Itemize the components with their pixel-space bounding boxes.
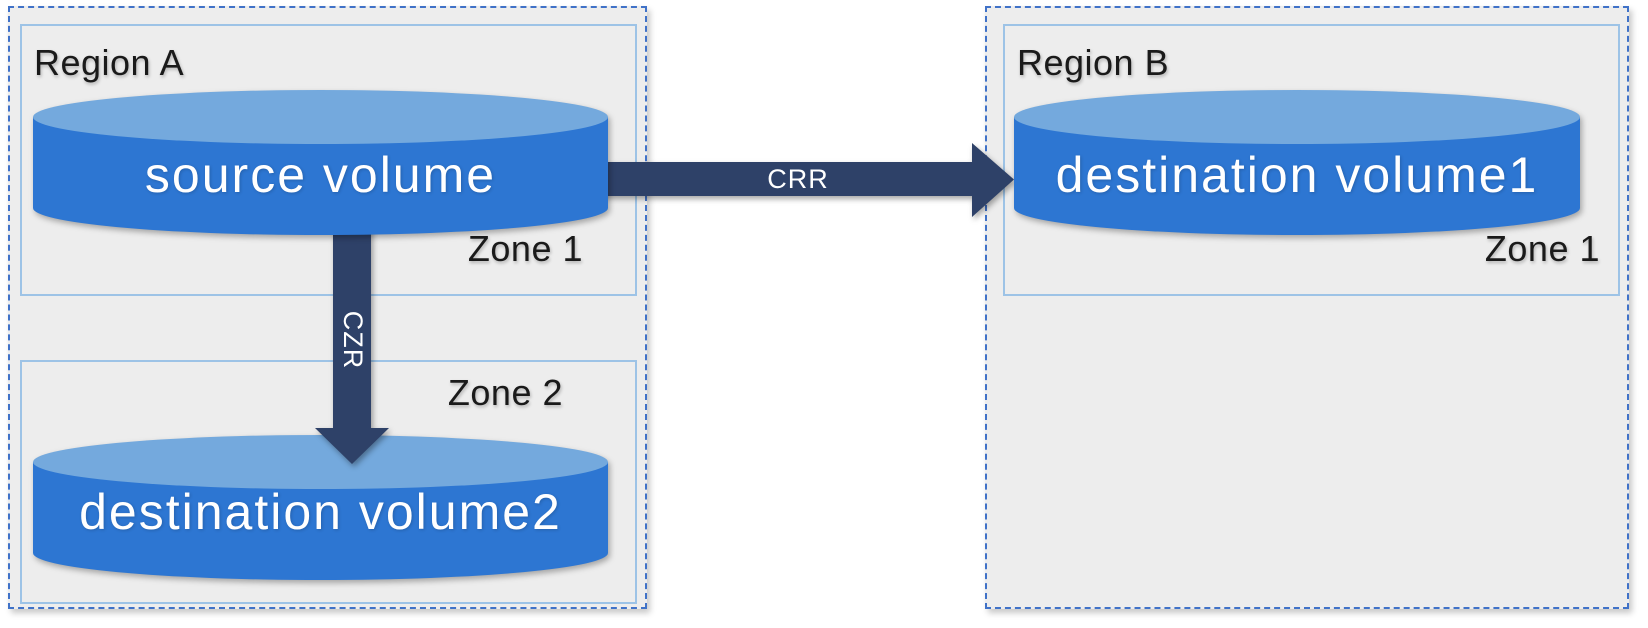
crr-arrow-label: CRR (767, 164, 829, 194)
region-a-label: Region A (34, 42, 185, 83)
region-a-zone1-box: Region A Zone 1 (20, 24, 637, 296)
region-a-box: Region A Zone 1 Zone 2 (8, 6, 647, 609)
region-b-zone1-label: Zone 1 (1484, 228, 1600, 269)
region-a-zone1-label: Zone 1 (467, 228, 583, 269)
region-b-box: Region B Zone 1 (985, 6, 1629, 609)
region-b-zone1-box: Region B Zone 1 (1003, 24, 1620, 296)
region-a-zone2-label: Zone 2 (447, 372, 563, 413)
region-b-label: Region B (1017, 42, 1170, 83)
crr-arrow (600, 143, 1014, 217)
region-a-zone2-box: Zone 2 (20, 360, 637, 604)
